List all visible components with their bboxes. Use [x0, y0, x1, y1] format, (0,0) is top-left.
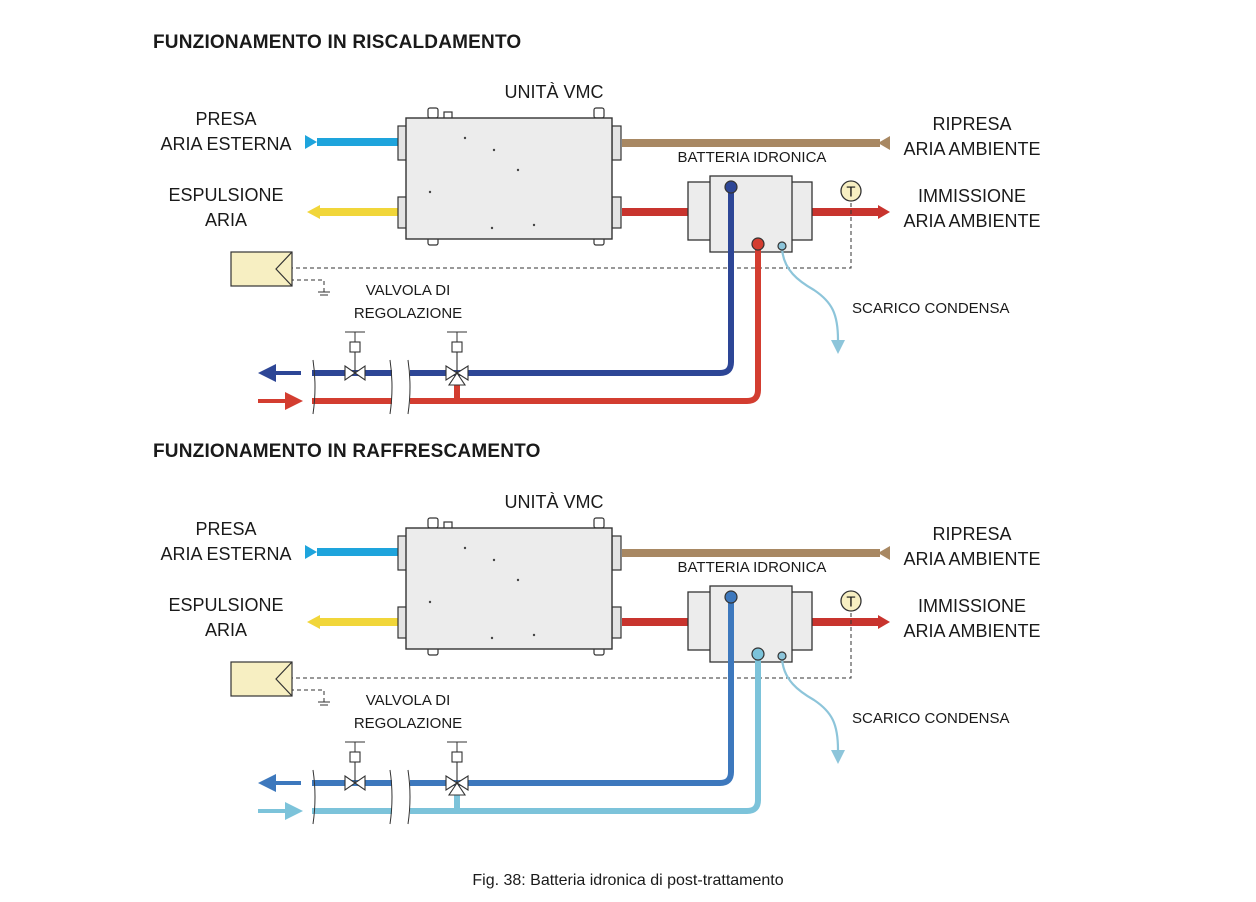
coil-inlet-fitting	[751, 237, 765, 251]
intake-label-line1: PRESA	[195, 109, 256, 129]
pipe-break-mid-a	[389, 769, 393, 825]
intake-label-line2: ARIA ESTERNA	[160, 134, 291, 154]
thermostat	[230, 661, 293, 697]
supply-air-arrow-icon	[878, 205, 890, 219]
valve-label-line1: VALVOLA DI	[366, 282, 451, 299]
pipe-break-mid-b	[407, 359, 411, 415]
return-air-arrow-icon	[878, 546, 890, 560]
supply-air-arrow-icon	[878, 615, 890, 629]
valve-label-line1: VALVOLA DI	[366, 692, 451, 709]
figure-caption: Fig. 38: Batteria idronica di post-tratt…	[472, 872, 784, 889]
control-line-end	[318, 291, 330, 296]
supply-flow-arrow-icon	[285, 392, 303, 410]
exhaust-label-line1: ESPULSIONE	[168, 185, 283, 205]
control-line-end	[318, 701, 330, 706]
fresh-air-arrow-icon	[305, 135, 317, 149]
supply-label-line2: ARIA AMBIENTE	[903, 211, 1040, 231]
thermostat	[230, 251, 293, 287]
coil-label: BATTERIA IDRONICA	[678, 149, 827, 166]
exhaust-label-line1: ESPULSIONE	[168, 595, 283, 615]
supply-label-line2: ARIA AMBIENTE	[903, 621, 1040, 641]
coil-inlet-fitting	[751, 647, 765, 661]
three-way-valve-icon	[445, 331, 469, 386]
vmc-unit	[397, 517, 622, 656]
coil-label: BATTERIA IDRONICA	[678, 559, 827, 576]
unit-label: UNITÀ VMC	[505, 492, 604, 512]
coil-outlet-fitting	[724, 590, 738, 604]
cooling-title: FUNZIONAMENTO IN RAFFRESCAMENTO	[153, 441, 541, 462]
coil-drain-fitting	[777, 651, 787, 661]
sensor-control-line	[290, 196, 852, 269]
supply-label-line1: IMMISSIONE	[918, 186, 1026, 206]
pipe-break-mid-b	[407, 769, 411, 825]
supply-flow-arrow-icon	[285, 802, 303, 820]
return-air-arrow-icon	[878, 136, 890, 150]
hydronic-coil	[687, 175, 813, 253]
sensor-symbol: T	[846, 184, 855, 201]
condensate-arrow-icon	[831, 750, 845, 764]
valve-label-line2: REGOLAZIONE	[354, 305, 462, 322]
condensate-arrow-icon	[831, 340, 845, 354]
return-flow-arrow-icon	[258, 364, 276, 382]
vmc-unit	[397, 107, 622, 246]
valve-control-line	[290, 689, 325, 702]
water-supply-pipe	[312, 244, 761, 404]
water-supply-pipe	[312, 654, 761, 814]
sensor-control-line	[290, 606, 852, 679]
pipe-break-mid-a	[389, 359, 393, 415]
condensate-drain-line	[780, 655, 840, 751]
cooling-diagram: UNITÀ VMC PRESA ARIA ESTERNA ESPULSIONE …	[160, 492, 1041, 825]
intake-label-line2: ARIA ESTERNA	[160, 544, 291, 564]
pipe-break-left	[312, 359, 316, 415]
return-flow-arrow-icon	[258, 774, 276, 792]
unit-label: UNITÀ VMC	[505, 82, 604, 102]
heating-diagram: UNITÀ VMC PRESA ARIA ESTERNA ESPULSIONE …	[160, 82, 1041, 415]
exhaust-label-line2: ARIA	[205, 620, 247, 640]
three-way-valve-icon	[445, 741, 469, 796]
temperature-sensor-icon: T	[840, 590, 862, 612]
fresh-air-arrow-icon	[305, 545, 317, 559]
condensate-drain-line	[780, 245, 840, 341]
pipe-break-left	[312, 769, 316, 825]
two-way-valve-icon	[344, 741, 366, 792]
valve-control-line	[290, 279, 325, 292]
return-label-line2: ARIA AMBIENTE	[903, 549, 1040, 569]
exhaust-label-line2: ARIA	[205, 210, 247, 230]
return-label-line2: ARIA AMBIENTE	[903, 139, 1040, 159]
coil-drain-fitting	[777, 241, 787, 251]
exhaust-air-arrow-icon	[307, 205, 320, 219]
two-way-valve-icon	[344, 331, 366, 382]
heating-title: FUNZIONAMENTO IN RISCALDAMENTO	[153, 32, 522, 53]
valve-label-line2: REGOLAZIONE	[354, 715, 462, 732]
return-label-line1: RIPRESA	[932, 524, 1011, 544]
intake-label-line1: PRESA	[195, 519, 256, 539]
coil-outlet-fitting	[724, 180, 738, 194]
drain-label: SCARICO CONDENSA	[852, 300, 1010, 317]
hydronic-coil	[687, 585, 813, 663]
temperature-sensor-icon: T	[840, 180, 862, 202]
exhaust-air-arrow-icon	[307, 615, 320, 629]
sensor-symbol: T	[846, 594, 855, 611]
supply-label-line1: IMMISSIONE	[918, 596, 1026, 616]
drain-label: SCARICO CONDENSA	[852, 710, 1010, 727]
return-label-line1: RIPRESA	[932, 114, 1011, 134]
